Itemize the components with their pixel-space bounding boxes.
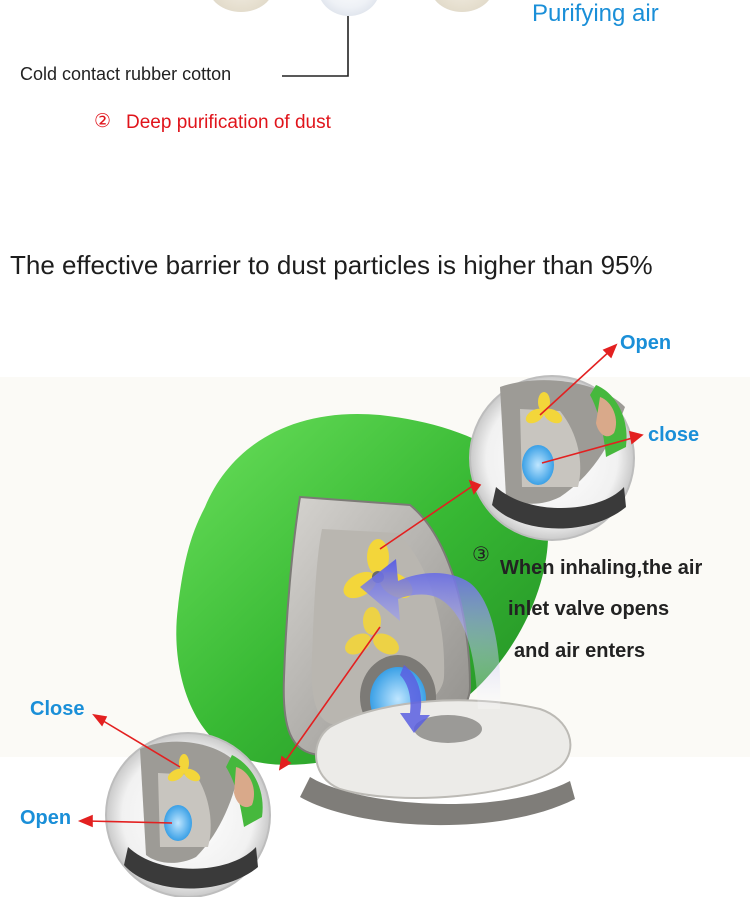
step3-line2: inlet valve opens	[508, 598, 670, 620]
step3-line3: and air enters	[514, 640, 646, 662]
close-top-label: close	[648, 424, 700, 446]
cold-contact-pointer	[282, 16, 349, 77]
headline: The effective barrier to dust particles …	[10, 250, 653, 280]
open-bottom-label: Open	[20, 807, 72, 829]
cold-contact-label: Cold contact rubber cotton	[20, 64, 232, 84]
step2-text: Deep purification of dust	[126, 112, 331, 133]
respirator-illustration	[0, 343, 750, 897]
close-bottom-label: Close	[30, 698, 85, 720]
step3-line1: When inhaling,the air	[500, 557, 703, 579]
cotton-disc-center	[318, 0, 380, 16]
purifying-air-label: Purifying air	[532, 0, 659, 27]
step3-number: ③	[472, 544, 490, 566]
step2-number: ②	[94, 111, 112, 132]
open-top-label: Open	[620, 332, 672, 354]
